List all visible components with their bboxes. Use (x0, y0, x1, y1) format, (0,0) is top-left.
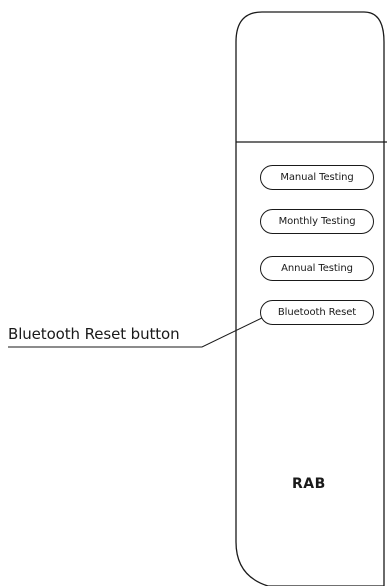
bluetooth-reset-button[interactable]: Bluetooth Reset (260, 300, 374, 325)
callout-label: Bluetooth Reset button (8, 325, 180, 343)
brand-logo: RAB (292, 476, 326, 492)
monthly-testing-button[interactable]: Monthly Testing (260, 209, 374, 234)
manual-testing-button[interactable]: Manual Testing (260, 165, 374, 190)
remote-body (235, 11, 385, 586)
callout-leader-line (8, 315, 267, 348)
annual-testing-button[interactable]: Annual Testing (260, 256, 374, 281)
